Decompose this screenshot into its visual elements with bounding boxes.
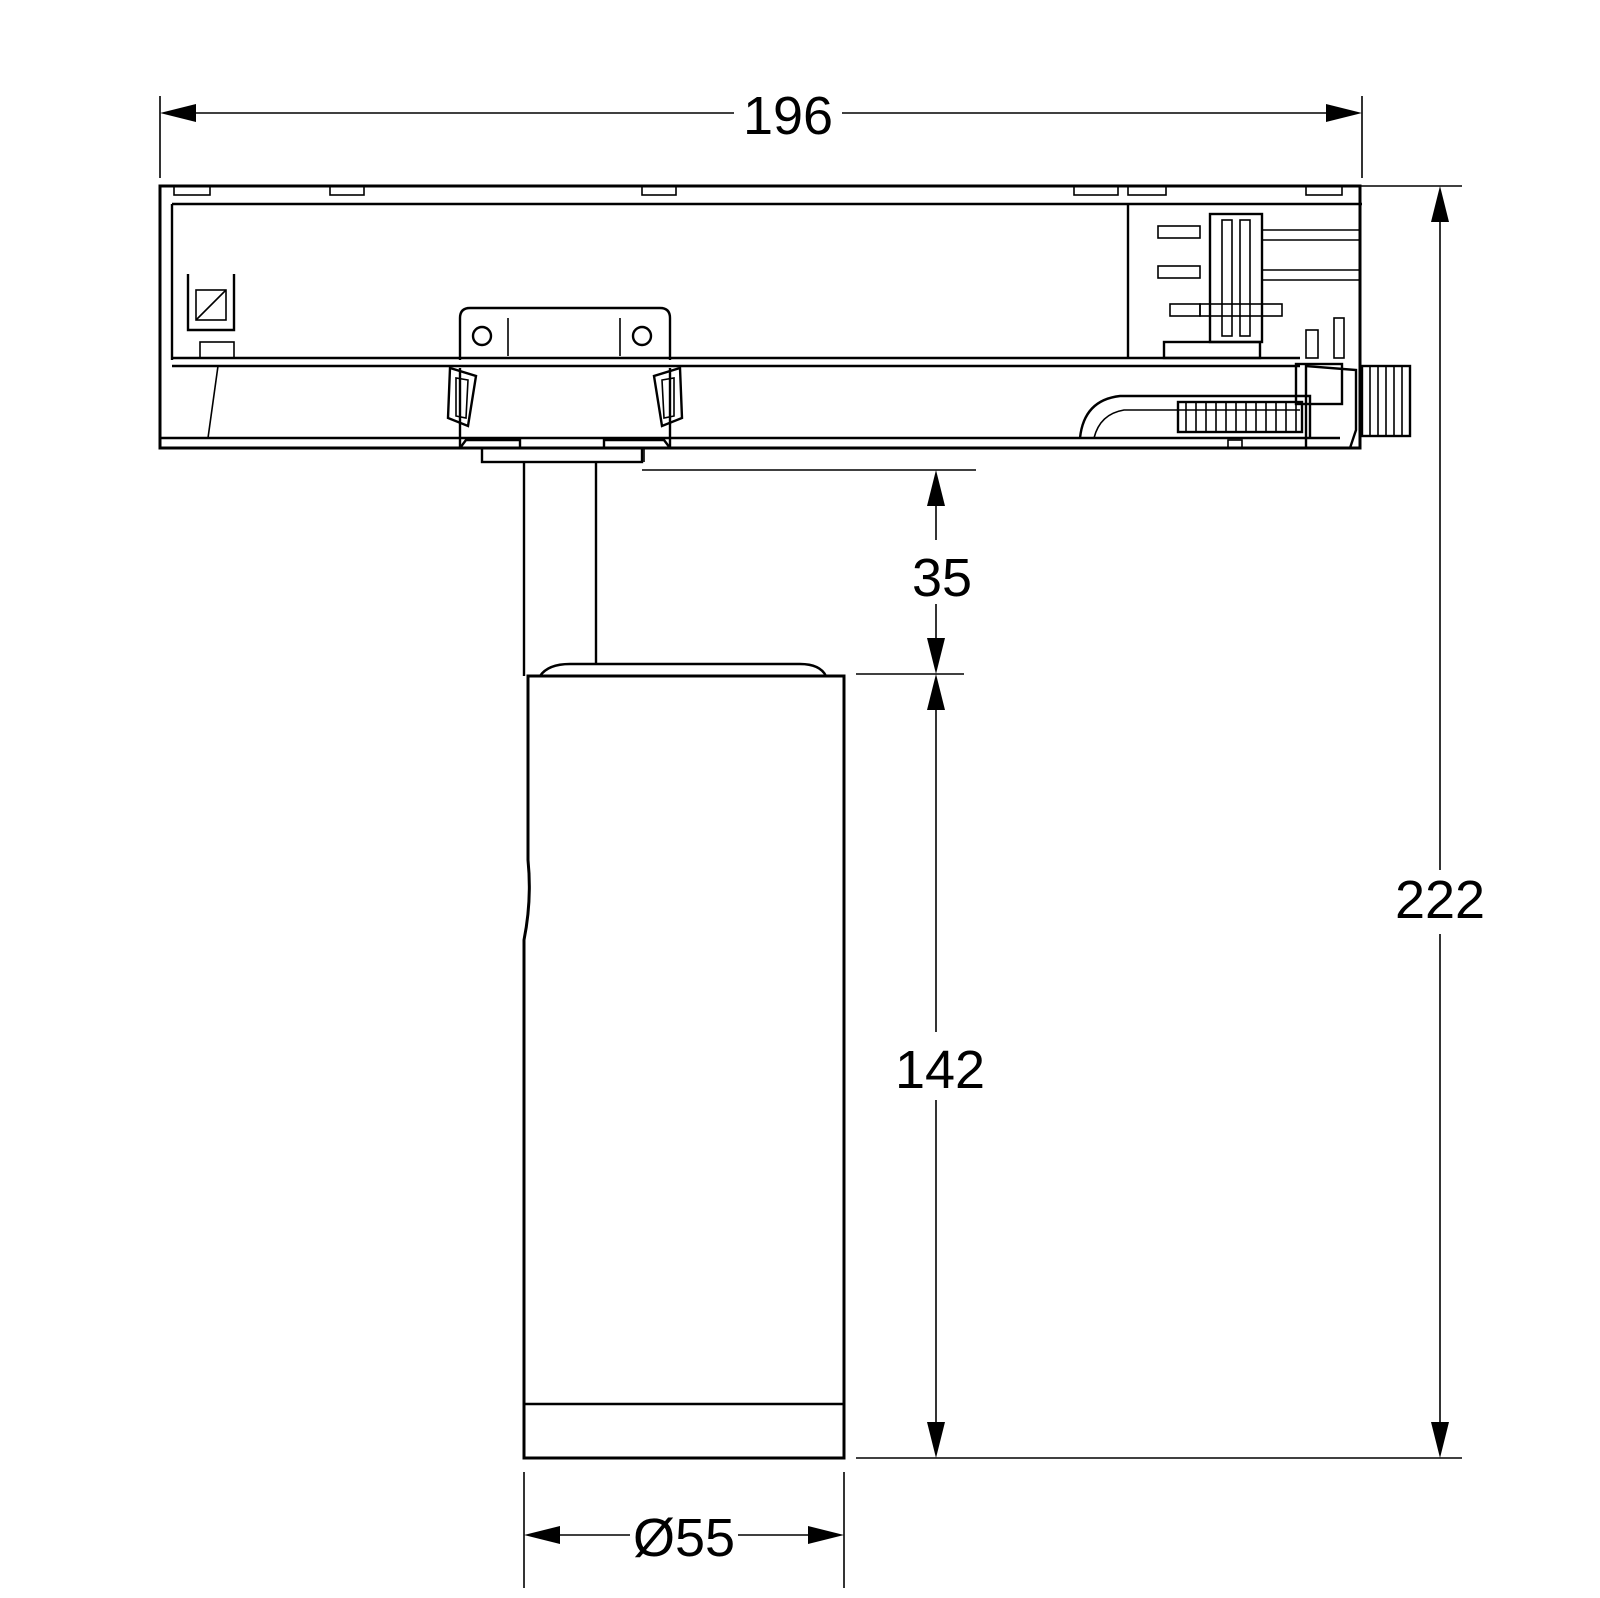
dimension-label-142: 142: [895, 1040, 985, 1100]
dimension-label-222: 222: [1395, 870, 1485, 930]
bracket-screw-right: [631, 325, 653, 347]
dimension-stem-height: 35: [642, 469, 976, 675]
dimension-label-35: 35: [912, 548, 972, 608]
bracket-screw-left: [471, 325, 493, 347]
dimension-label-diameter-55: Ø55: [633, 1508, 735, 1568]
mounting-bracket: [446, 306, 684, 464]
stem-plate: [480, 446, 644, 464]
phase-selector-contacts: [1157, 212, 1360, 360]
top-slot-tabs: [173, 185, 1343, 196]
adapter-housing-outline: [158, 184, 1362, 450]
dimension-overall-height: 222: [856, 185, 1485, 1459]
spot-cylinder: [522, 662, 846, 1460]
rotary-knob: [1078, 362, 1412, 450]
dimension-diameter: Ø55: [523, 1472, 845, 1588]
dimension-body-height: 142: [895, 674, 985, 1458]
track-adapter: [158, 184, 1412, 464]
dimension-label-196: 196: [743, 86, 833, 146]
stem: [522, 462, 598, 676]
earth-contact: [186, 274, 236, 439]
dimension-overall-width: 196: [159, 86, 1363, 178]
